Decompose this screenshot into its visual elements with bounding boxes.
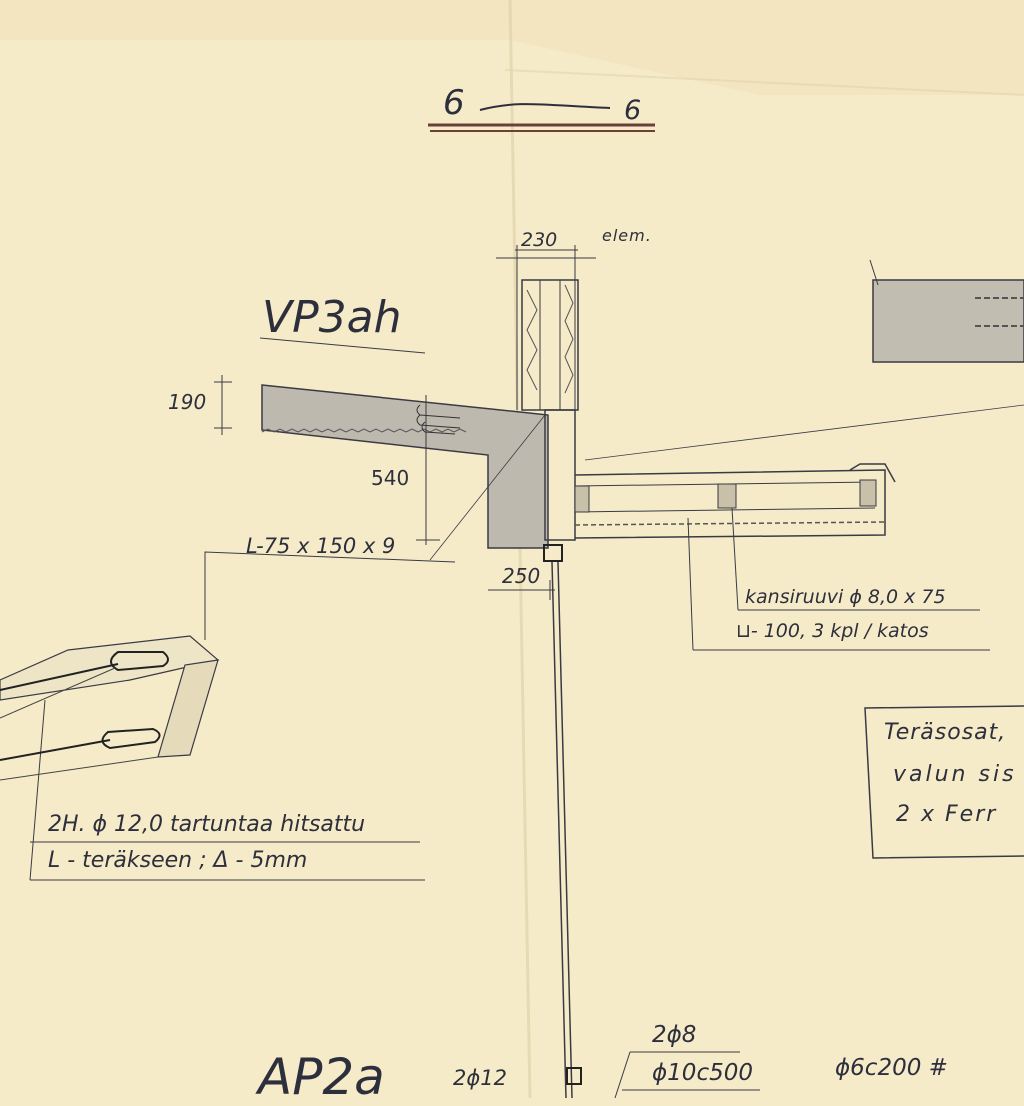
rebar-note-line-2: L - teräkseen ; Δ - 5mm [48, 848, 308, 873]
column-lines [543, 544, 582, 1098]
upper-right-slab [869, 259, 1024, 363]
box-note-line-2: valun sis [893, 762, 1017, 787]
wall-element [496, 245, 596, 411]
section-title-underline [428, 103, 655, 132]
slab-thickness-label: 190 [168, 390, 207, 414]
floor-slab [259, 337, 549, 549]
rebar-note-line-1: 2H. ϕ 12,0 tartuntaa hitsattu [48, 812, 366, 837]
canopy-structure [429, 404, 1024, 561]
dimension-lines [214, 249, 578, 600]
section-mark-left: 6 [443, 83, 465, 123]
note-box [864, 705, 1024, 859]
section-mark-right: 6 [624, 95, 642, 126]
screw-note-label: kansiruuvi ϕ 8,0 x 75 [745, 586, 946, 608]
angle-steel-detail [0, 635, 220, 781]
slab-id-label: VP3ah [262, 292, 402, 343]
channel-note-label: ⊔- 100, 3 kpl / katos [736, 620, 929, 642]
wall-note-label: elem. [602, 226, 652, 245]
angle-profile-label: L-75 x 150 x 9 [246, 534, 396, 558]
box-note-line-3: 2 x Ferr [896, 802, 998, 827]
leader-lines [29, 507, 990, 1098]
rebar-label-1: 2ϕ8 [652, 1022, 697, 1048]
beam-height-label: 540 [371, 466, 410, 490]
box-note-line-1: Teräsosat, [884, 720, 1007, 745]
rebar-label-2: ϕ10c500 [652, 1060, 753, 1086]
wall-dimension-label: 230 [521, 229, 558, 251]
beam-offset-label: 250 [502, 564, 541, 588]
rebar-label-3: ϕ6c200 # [835, 1055, 948, 1081]
rebar-label-4: 2ϕ12 [453, 1066, 507, 1090]
bottom-section-id-label: AP2a [258, 1048, 385, 1106]
